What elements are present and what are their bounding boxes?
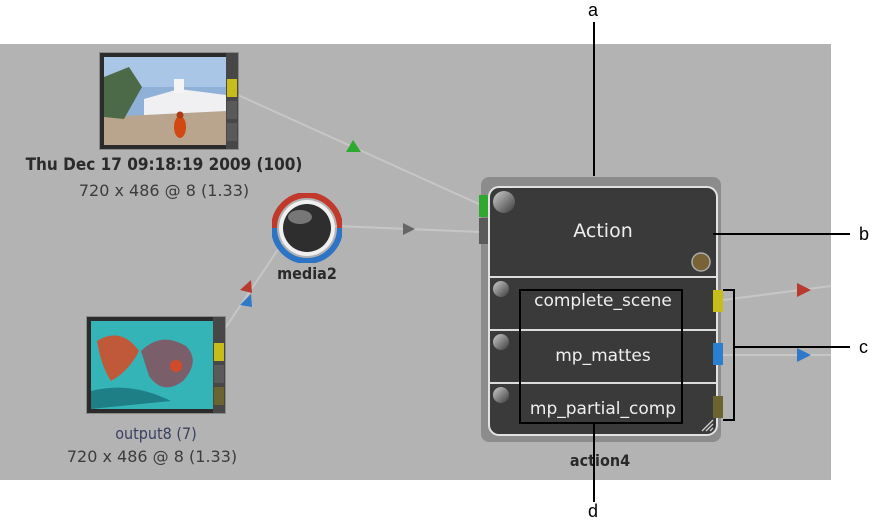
- arrow-green: [346, 140, 361, 152]
- action-gloss-highlight: [493, 191, 515, 213]
- callout-bracket-c: [723, 289, 735, 421]
- action-output-mp-partial-comp[interactable]: mp_partial_comp: [490, 382, 716, 434]
- callout-line-c: [735, 346, 850, 348]
- arrow-red: [240, 280, 252, 293]
- source-clip-resolution: 720 x 486 @ 8 (1.33): [78, 181, 250, 200]
- action-status-icon: [691, 252, 711, 272]
- callout-box-d: [519, 289, 683, 424]
- source-clip-socket-2[interactable]: [227, 101, 237, 119]
- row-gloss-highlight: [493, 387, 509, 403]
- source-clip-socket-strip: [226, 53, 238, 149]
- action-output-mp-mattes[interactable]: mp_mattes: [490, 329, 716, 383]
- output-clip-socket-1[interactable]: [214, 343, 224, 361]
- callout-label-a: a: [588, 0, 599, 20]
- callout-label-c: c: [859, 337, 868, 357]
- arrow-red-out: [797, 283, 811, 297]
- output-label-mp-partial-comp: mp_partial_comp: [529, 399, 677, 419]
- callout-label-b: b: [859, 224, 870, 244]
- source-clip-thumbnail: [104, 57, 226, 145]
- action-node-name: action4: [569, 451, 631, 470]
- action-output-socket-yellow[interactable]: [713, 290, 723, 312]
- action-node[interactable]: Action complete_scene mp_mattes mp_parti…: [488, 186, 718, 436]
- source-clip-output-socket[interactable]: [227, 79, 237, 97]
- callout-label-d: d: [588, 501, 599, 521]
- output-clip-socket-strip: [213, 317, 225, 413]
- media-node[interactable]: [272, 193, 342, 263]
- source-clip-title: Thu Dec 17 09:18:19 2009 (100): [25, 155, 303, 175]
- output-label-mp-mattes: mp_mattes: [555, 346, 651, 366]
- output-clip-title: output8 (7): [115, 424, 197, 443]
- source-clip-socket-3[interactable]: [227, 123, 237, 141]
- row-gloss-highlight: [493, 334, 509, 350]
- output-label-complete-scene: complete_scene: [534, 291, 672, 311]
- callout-line-d: [593, 424, 595, 502]
- output-clip-node[interactable]: [86, 316, 226, 414]
- action-header: Action: [573, 220, 633, 242]
- source-clip-node[interactable]: [99, 52, 239, 150]
- media-node-label: media2: [277, 264, 337, 283]
- output-clip-resolution: 720 x 486 @ 8 (1.33): [66, 447, 238, 466]
- arrow-blue-out: [797, 348, 811, 362]
- output-clip-socket-2[interactable]: [214, 365, 224, 383]
- row-gloss-highlight: [493, 281, 509, 297]
- output-clip-socket-3[interactable]: [214, 387, 224, 405]
- action-input-socket-green[interactable]: [479, 195, 489, 217]
- action-input-socket-gray[interactable]: [479, 218, 489, 244]
- arrow-gray: [403, 223, 415, 235]
- action-output-socket-blue[interactable]: [713, 343, 723, 365]
- resize-grip-icon[interactable]: [700, 418, 714, 432]
- link-output-to-media: [223, 241, 284, 331]
- callout-line-b: [713, 233, 850, 235]
- link-complete-scene-out: [722, 285, 832, 301]
- arrow-blue: [240, 294, 252, 307]
- callout-line-a: [593, 22, 595, 176]
- action-output-complete-scene[interactable]: complete_scene: [490, 276, 716, 330]
- output-clip-thumbnail: [91, 321, 213, 409]
- action-output-socket-olive[interactable]: [713, 396, 723, 418]
